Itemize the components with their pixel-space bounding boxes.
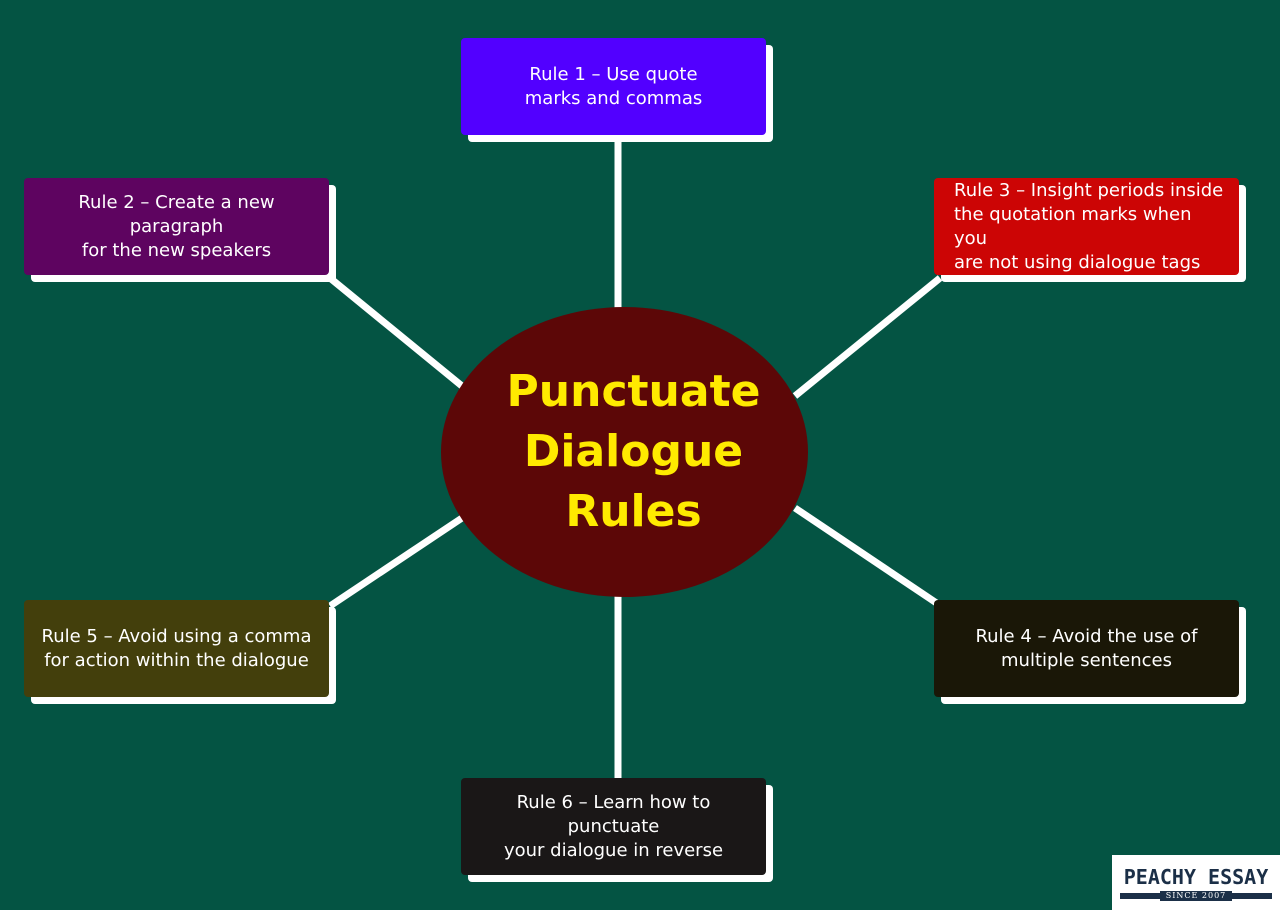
rule-2-text: Rule 2 – Create a new paragraph for the … (78, 191, 275, 261)
peachy-essay-logo: PEACHY ESSAY SINCE 2007 (1112, 855, 1280, 910)
connector-rule3 (792, 275, 943, 399)
rule-5-text: Rule 5 – Avoid using a comma for action … (41, 625, 312, 671)
rule-2-box: Rule 2 – Create a new paragraph for the … (24, 178, 329, 275)
rule-4-box: Rule 4 – Avoid the use of multiple sente… (934, 600, 1239, 697)
rule-6-text: Rule 6 – Learn how to punctuate your dia… (503, 791, 724, 861)
logo-bar-right (1232, 892, 1273, 899)
logo-brand: PEACHY ESSAY (1123, 864, 1269, 889)
center-title: Punctuate Dialogue Rules (506, 366, 761, 537)
connector-rule2 (327, 275, 465, 389)
rule-3-text: Rule 3 – Insight periods inside the quot… (954, 179, 1224, 273)
logo-since: SINCE 2007 (1159, 890, 1233, 901)
logo-bar-left (1120, 892, 1160, 899)
connector-rule5 (328, 515, 464, 609)
rule-4-text: Rule 4 – Avoid the use of multiple sente… (975, 625, 1198, 671)
rule-6-box: Rule 6 – Learn how to punctuate your dia… (461, 778, 766, 875)
center-topic-ellipse: Punctuate Dialogue Rules (441, 307, 808, 597)
rule-3-box: Rule 3 – Insight periods inside the quot… (934, 178, 1239, 275)
connector-rule4 (793, 505, 940, 607)
logo-since-row: SINCE 2007 (1120, 890, 1273, 901)
rule-1-text: Rule 1 – Use quote marks and commas (524, 63, 703, 109)
rule-1-box: Rule 1 – Use quote marks and commas (461, 38, 766, 135)
rule-5-box: Rule 5 – Avoid using a comma for action … (24, 600, 329, 697)
